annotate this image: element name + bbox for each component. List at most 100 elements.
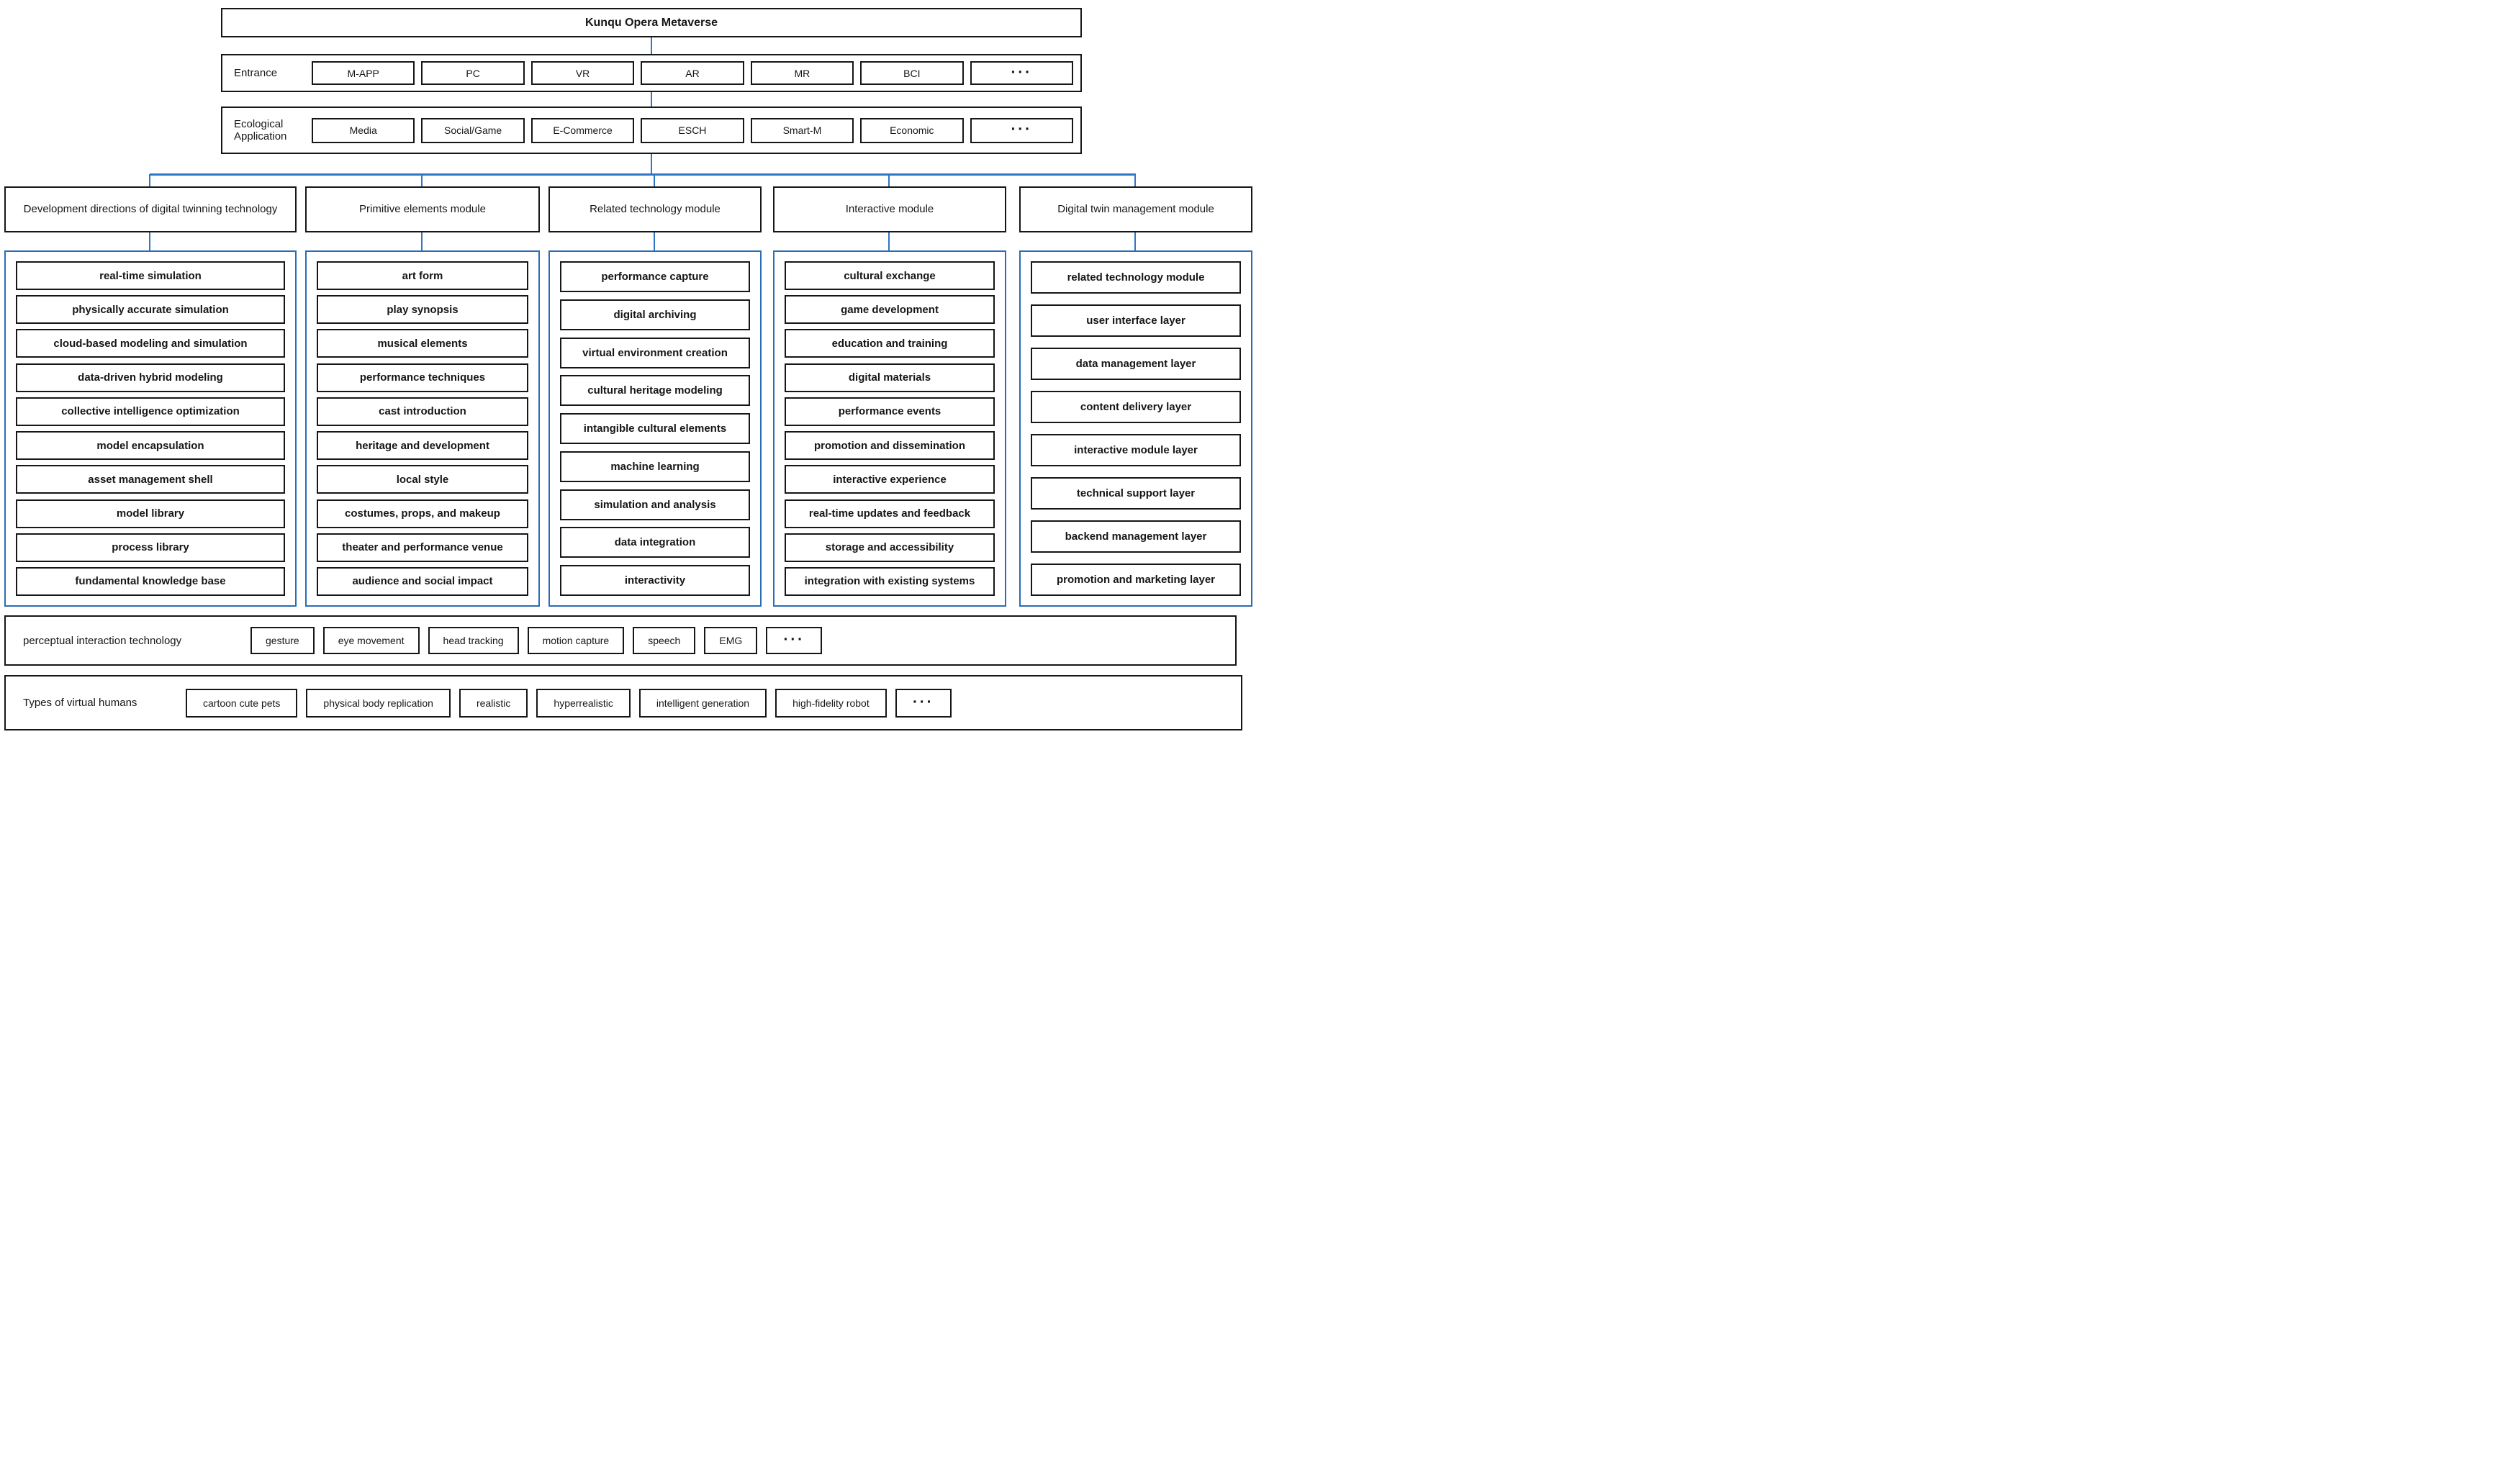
column-item: performance capture — [560, 261, 750, 292]
ecological-item: Media — [312, 117, 415, 143]
column-item: simulation and analysis — [560, 489, 750, 520]
ecological-label: Ecological Application — [234, 117, 287, 142]
perceptual-item: motion capture — [527, 627, 625, 654]
column-header-development-directions: Development directions of digital twinni… — [4, 186, 297, 232]
column-item: real-time updates and feedback — [785, 499, 995, 528]
column-item: interactive experience — [785, 465, 995, 494]
column-header-related-technology: Related technology module — [548, 186, 762, 232]
column-item: costumes, props, and makeup — [317, 499, 528, 528]
column-item: performance techniques — [317, 363, 528, 392]
connector-header-container-1 — [149, 232, 150, 250]
column-item: data integration — [560, 527, 750, 558]
connector-entrance-ecological — [651, 92, 652, 107]
connector-drop-col1 — [149, 174, 150, 186]
column-item: theater and performance venue — [317, 533, 528, 562]
connector-title-entrance — [651, 37, 652, 54]
column-item: education and training — [785, 329, 995, 358]
column-item: heritage and development — [317, 431, 528, 461]
perceptual-item: ... — [766, 627, 823, 654]
entrance-label: Entrance — [234, 66, 278, 79]
ecological-item: Social/Game — [421, 117, 525, 143]
column-header-interactive-module: Interactive module — [773, 186, 1006, 232]
column-item: interactive module layer — [1031, 434, 1241, 466]
column-item: cultural heritage modeling — [560, 375, 750, 407]
column-header-digital-twin-management: Digital twin management module — [1019, 186, 1252, 232]
perceptual-item: eye movement — [322, 627, 420, 654]
perceptual-items: gesture eye movement head tracking motion c… — [250, 617, 823, 664]
container-development-directions: real-time simulation physically accurate … — [4, 250, 297, 607]
column-item: user interface layer — [1031, 304, 1241, 337]
column-item: data management layer — [1031, 348, 1241, 380]
connector-branch-horizontal — [150, 173, 1136, 176]
column-item: process library — [16, 533, 285, 562]
virtual-humans-item: high-fidelity robot — [775, 688, 887, 718]
column-item: local style — [317, 465, 528, 494]
entrance-item: MR — [750, 61, 854, 85]
connector-drop-col3 — [654, 174, 655, 186]
perceptual-item: EMG — [704, 627, 758, 654]
virtual-humans-item: physical body replication — [306, 688, 451, 718]
ecological-item: E-Commerce — [530, 117, 635, 143]
column-item: collective intelligence optimization — [16, 397, 285, 426]
column-item: digital archiving — [560, 299, 750, 330]
column-item: promotion and marketing layer — [1031, 564, 1241, 596]
connector-drop-col5 — [1134, 174, 1136, 186]
column-item: physically accurate simulation — [16, 295, 285, 325]
ecological-item: ESCH — [641, 117, 744, 143]
connector-drop-col2 — [421, 174, 423, 186]
entrance-item: AR — [641, 61, 744, 85]
column-item: real-time simulation — [16, 261, 285, 290]
entrance-item: ... — [970, 60, 1073, 85]
column-item: related technology module — [1031, 261, 1241, 294]
column-item: integration with existing systems — [785, 566, 995, 596]
connector-header-container-4 — [888, 232, 890, 250]
container-digital-twin-management: related technology module user interface … — [1019, 250, 1252, 607]
entrance-item: BCI — [860, 61, 964, 85]
column-item: asset management shell — [16, 465, 285, 494]
column-item: cast introduction — [317, 397, 528, 426]
virtual-humans-item: intelligent generation — [638, 688, 767, 718]
column-item: data-driven hybrid modeling — [16, 363, 285, 392]
virtual-humans-item: realistic — [459, 688, 528, 718]
column-item: model library — [16, 499, 285, 528]
ecological-item: Economic — [860, 117, 964, 143]
column-item: backend management layer — [1031, 520, 1241, 553]
column-item: content delivery layer — [1031, 391, 1241, 423]
connector-header-container-3 — [654, 232, 655, 250]
column-item: promotion and dissemination — [785, 431, 995, 461]
ecological-item: ... — [970, 117, 1073, 143]
virtual-humans-item: ... — [895, 688, 952, 718]
perceptual-interaction-row: perceptual interaction technology gestur… — [4, 615, 1237, 666]
virtual-humans-item: hyperrealistic — [536, 688, 631, 718]
perceptual-item: head tracking — [428, 627, 519, 654]
column-item: model encapsulation — [16, 431, 285, 461]
title-box: Kunqu Opera Metaverse — [221, 8, 1082, 37]
column-item: game development — [785, 295, 995, 325]
connector-header-container-5 — [1134, 232, 1136, 250]
perceptual-item: gesture — [250, 627, 315, 654]
container-related-technology: performance capture digital archiving virt… — [548, 250, 762, 607]
entrance-item: VR — [530, 61, 635, 85]
column-item: digital materials — [785, 363, 995, 392]
virtual-humans-item: cartoon cute pets — [186, 688, 298, 718]
column-item: virtual environment creation — [560, 337, 750, 368]
column-item: storage and accessibility — [785, 533, 995, 562]
column-item: cloud-based modeling and simulation — [16, 329, 285, 358]
column-item: play synopsis — [317, 295, 528, 325]
column-item: fundamental knowledge base — [16, 566, 285, 596]
virtual-humans-items: cartoon cute pets physical body replicati… — [186, 677, 952, 729]
column-item: interactivity — [560, 565, 750, 596]
column-item: technical support layer — [1031, 477, 1241, 510]
perceptual-label: perceptual interaction technology — [23, 634, 182, 647]
perceptual-item: speech — [633, 627, 696, 654]
ecological-item: Smart-M — [750, 117, 854, 143]
column-header-primitive-elements: Primitive elements module — [305, 186, 540, 232]
connector-ecological-branch — [651, 154, 652, 174]
column-item: performance events — [785, 397, 995, 426]
column-item: machine learning — [560, 451, 750, 482]
